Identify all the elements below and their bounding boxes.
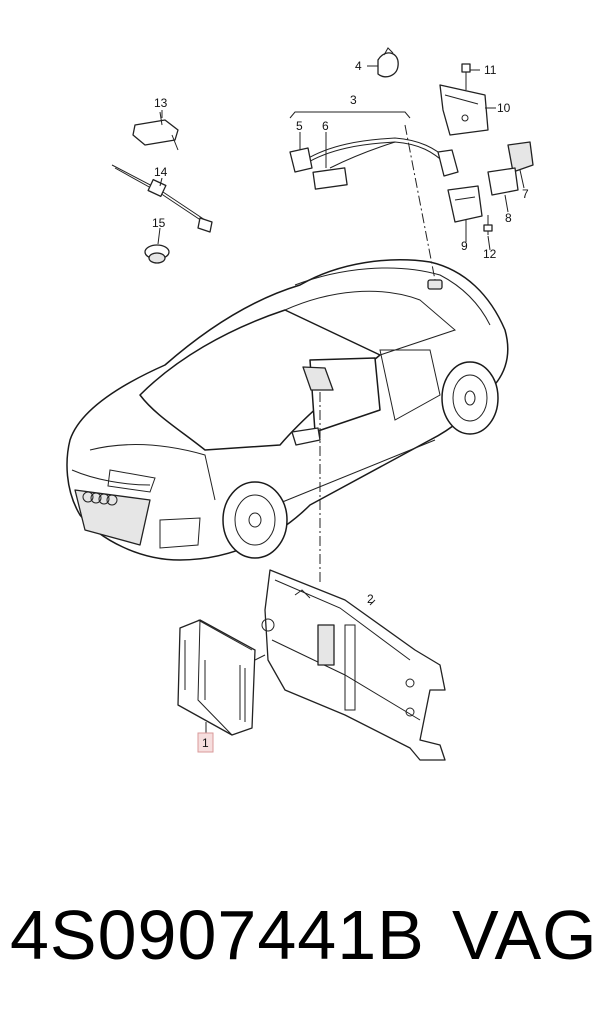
callout-1-highlight [197, 732, 214, 753]
callout-11: 11 [484, 63, 497, 77]
callout-9: 9 [461, 239, 468, 253]
car-illustration [66, 259, 509, 561]
callout-4: 4 [355, 59, 362, 73]
part-7-cover [507, 141, 534, 173]
callout-2: 2 [367, 592, 374, 606]
callout-8: 8 [505, 211, 512, 225]
part-8-cover [487, 167, 519, 196]
brand-label: VAG [452, 896, 598, 974]
part-13-clip [132, 111, 179, 151]
part-15-grommet [144, 244, 170, 264]
part-4-clip [377, 47, 399, 78]
callout-5: 5 [296, 119, 303, 133]
callout-6: 6 [322, 119, 329, 133]
callout-10: 10 [497, 101, 511, 115]
callout-13: 13 [154, 96, 168, 110]
part-5-connector [289, 147, 313, 173]
car-logo [82, 491, 118, 506]
part-5-6-harness [289, 137, 459, 190]
callout-leaders [157, 65, 525, 735]
windshield-bracket-marker [302, 366, 334, 391]
part-12-screw [483, 215, 493, 235]
part-11-screw [461, 63, 471, 90]
callout-3: 3 [350, 93, 357, 107]
part-number: 4S0907441B [10, 896, 425, 974]
part-14-cable-tie [111, 164, 213, 233]
parts-diagram: 4 3 5 6 11 10 7 8 9 12 13 14 15 2 1 [66, 47, 534, 761]
callout-14: 14 [154, 165, 168, 179]
part-10-mount [439, 84, 489, 136]
callout-1: 1 [202, 736, 209, 750]
callout-15: 15 [152, 216, 166, 230]
callout-12: 12 [483, 247, 497, 261]
callout-7: 7 [522, 187, 529, 201]
part-9-cover [447, 185, 483, 223]
part-6-module [312, 167, 348, 190]
antenna-marker [427, 279, 443, 290]
part-1-control-unit [177, 619, 266, 736]
part-number-footer: 4S0907441B VAG [0, 880, 600, 990]
front-wheel [222, 481, 288, 559]
part-2-bracket [261, 569, 446, 761]
rear-wheel [441, 361, 499, 435]
part-3-bracket [289, 111, 411, 119]
